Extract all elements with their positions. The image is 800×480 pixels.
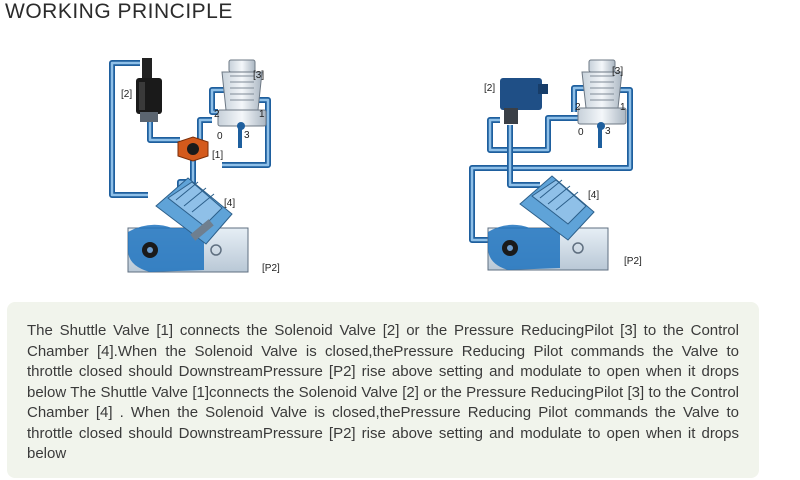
left-pressure-pilot (217, 59, 267, 130)
left-label-shuttle: [1] (212, 150, 223, 161)
right-port-2: 2 (575, 102, 581, 113)
left-solenoid-valve (136, 58, 162, 122)
left-label-p2: [P2] (262, 263, 280, 274)
right-label-pilot: [3] (612, 66, 623, 77)
left-port-2: 2 (214, 109, 220, 120)
right-label-chamber: [4] (588, 190, 599, 201)
left-label-solenoid: [2] (121, 89, 132, 100)
left-port-0: 0 (217, 131, 223, 142)
right-port-0: 0 (578, 127, 584, 138)
right-label-solenoid: [2] (484, 83, 495, 94)
page-title: WORKING PRINCIPLE (5, 0, 233, 23)
right-main-valve (487, 175, 609, 271)
right-label-p2: [P2] (624, 256, 642, 267)
right-port-1: 1 (620, 102, 626, 113)
description-text: The Shuttle Valve [1] connects the Solen… (27, 322, 739, 462)
right-diagram: [2] [3] [4] [P2] 2 1 0 3 (469, 59, 642, 271)
right-pressure-pilot (577, 59, 627, 130)
left-shuttle-valve (177, 136, 209, 162)
right-solenoid-valve (500, 78, 548, 124)
left-main-valve (127, 177, 249, 273)
right-port-3: 3 (605, 126, 611, 137)
description-panel (7, 302, 759, 478)
left-diagram: [2] [3] [1] [4] [P2] 2 1 0 3 (109, 58, 280, 274)
right-pipes (469, 85, 633, 243)
right-labels: [2] [3] [4] [P2] 2 1 0 3 (484, 66, 642, 267)
left-port-1: 1 (259, 109, 265, 120)
left-label-chamber: [4] (224, 198, 235, 209)
working-principle-diagrams: [2] [3] [1] [4] [P2] 2 1 0 3 (109, 58, 642, 274)
left-port-3: 3 (244, 130, 250, 141)
left-labels: [2] [3] [1] [4] [P2] 2 1 0 3 (121, 70, 280, 274)
left-label-pilot: [3] (253, 70, 264, 81)
